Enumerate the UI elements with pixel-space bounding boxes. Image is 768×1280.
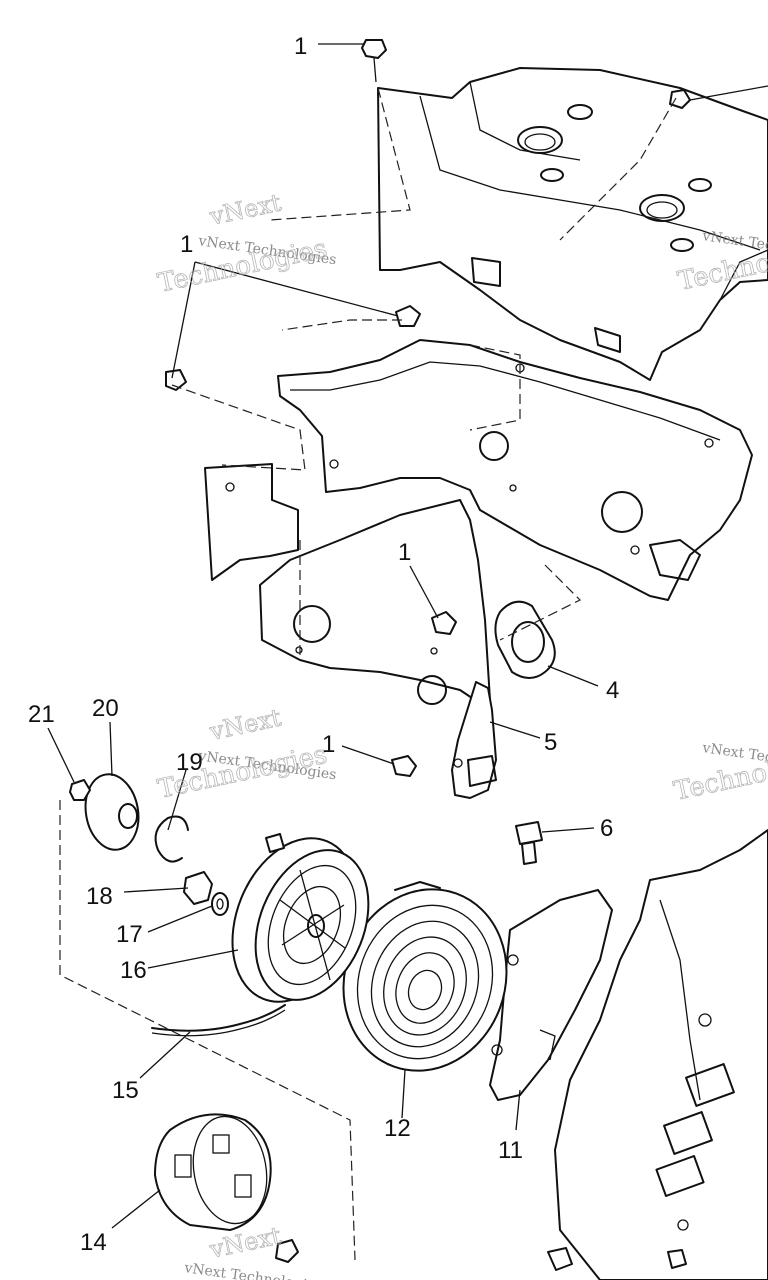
callout-1-left: 1	[180, 231, 193, 258]
bracket-arm-5	[451, 681, 497, 799]
small-parts	[69, 773, 229, 916]
callout-11: 11	[498, 1137, 523, 1164]
rope-15	[151, 1004, 286, 1037]
callout-12: 12	[384, 1115, 411, 1142]
clip-19	[154, 815, 189, 863]
callout-1-lower: 1	[322, 731, 335, 758]
assembly-lines	[59, 87, 677, 1261]
upper-shroud	[377, 67, 768, 381]
callout-16: 16	[120, 957, 147, 984]
watermark-brand: vNext	[206, 188, 284, 231]
callout-15: 15	[112, 1077, 139, 1104]
callout-4: 4	[606, 677, 619, 704]
callout-5: 5	[544, 729, 557, 756]
cup-14	[154, 1113, 299, 1263]
callout-19: 19	[176, 749, 203, 776]
callout-14: 14	[80, 1229, 107, 1256]
callouts: 1 1 1 1 4 5 6 11 12 14 15 16 17 18 19 20…	[28, 33, 619, 1256]
callout-17: 17	[116, 921, 143, 948]
callout-1-center: 1	[398, 539, 411, 566]
watermark-line: vNext Technologies	[182, 1260, 323, 1280]
callout-6: 6	[600, 815, 613, 842]
bolt-mid	[395, 305, 421, 327]
callout-21: 21	[28, 701, 55, 728]
rope-guide-11	[489, 889, 613, 1101]
bottom-bolts	[547, 1247, 687, 1271]
pulley-16	[231, 833, 370, 1003]
bolt-left	[165, 369, 187, 391]
bushing-17	[211, 892, 229, 916]
callout-20: 20	[92, 695, 119, 722]
bolt-lower	[391, 755, 417, 777]
callout-18: 18	[86, 883, 113, 910]
callout-1-top: 1	[294, 33, 307, 60]
middle-bracket	[277, 339, 753, 601]
starter-housing	[554, 829, 768, 1280]
lower-plate	[204, 463, 491, 705]
pawl-18	[183, 871, 213, 905]
nut-21	[69, 779, 91, 801]
disc-20	[84, 773, 140, 851]
gasket-4	[494, 600, 556, 679]
watermark-brand: vNext	[206, 703, 284, 746]
bolt-top	[361, 39, 387, 83]
leader-lines	[47, 43, 768, 1229]
bolt-top-right	[669, 89, 691, 109]
bolt-6	[515, 821, 543, 865]
